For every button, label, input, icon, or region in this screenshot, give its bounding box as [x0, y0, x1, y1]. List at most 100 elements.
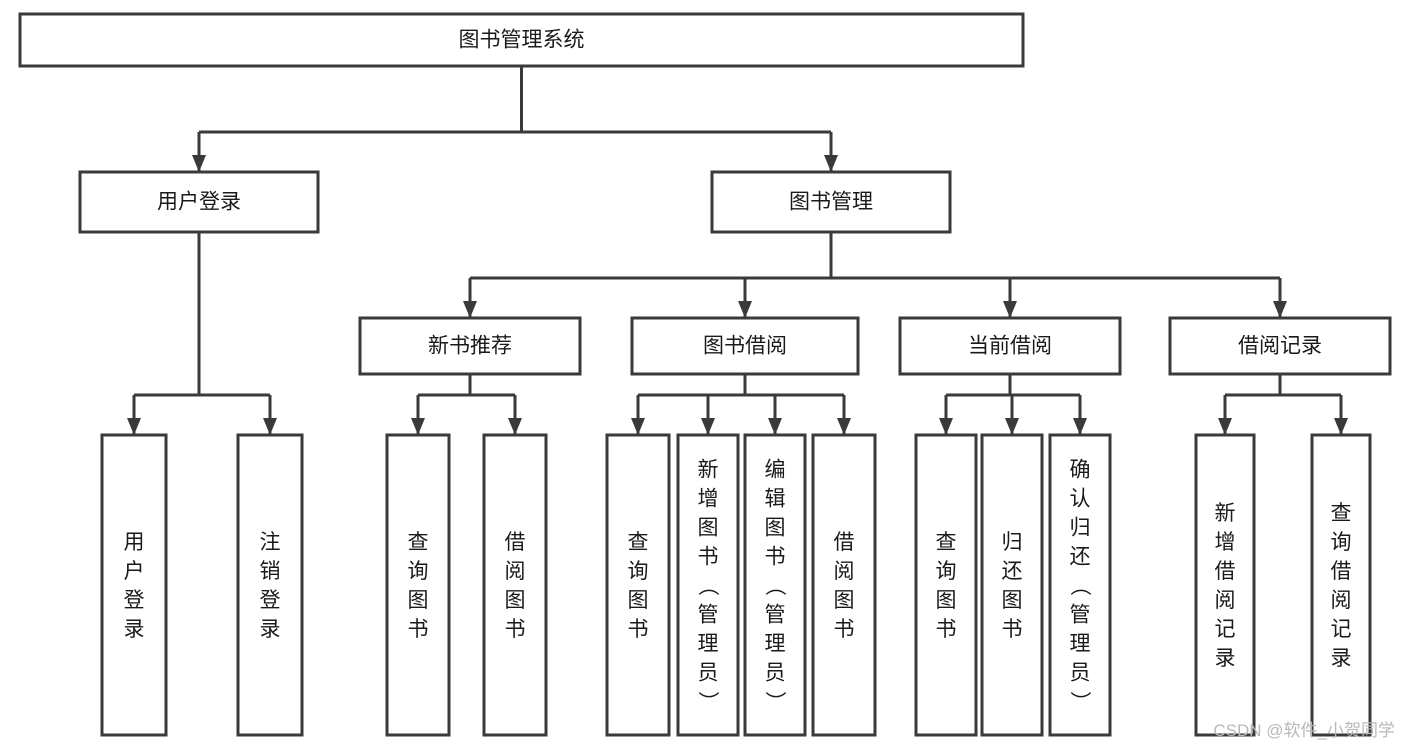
arrow-head-icon	[508, 418, 522, 435]
node-box[interactable]	[482, 433, 548, 737]
svg-text:录: 录	[1215, 647, 1236, 670]
node-newbook[interactable]: 新书推荐	[358, 316, 582, 376]
node-box[interactable]	[1048, 433, 1112, 737]
node-root[interactable]: 图书管理系统	[18, 12, 1025, 68]
svg-text:图: 图	[698, 517, 719, 540]
svg-text:图: 图	[1002, 589, 1023, 612]
svg-text:录: 录	[1331, 647, 1352, 670]
svg-text:记: 记	[1215, 618, 1236, 641]
svg-text:阅: 阅	[505, 560, 526, 583]
connectors-layer	[127, 66, 1348, 435]
arrow-head-icon	[1273, 301, 1287, 318]
node-box[interactable]	[898, 316, 1122, 376]
node-box[interactable]	[236, 433, 304, 737]
arrow-head-icon	[263, 418, 277, 435]
svg-text:（: （	[763, 575, 786, 596]
svg-text:查: 查	[628, 531, 649, 554]
svg-text:户: 户	[124, 560, 145, 583]
node-box[interactable]	[630, 316, 860, 376]
svg-text:书: 书	[936, 618, 957, 641]
node-label: 新书推荐	[428, 335, 512, 358]
svg-text:询: 询	[1331, 531, 1352, 554]
node-label: 图书借阅	[703, 335, 787, 358]
node-box[interactable]	[710, 170, 952, 234]
svg-text:书: 书	[834, 618, 855, 641]
svg-text:理: 理	[765, 633, 786, 656]
node-box[interactable]	[1194, 433, 1256, 737]
node-box[interactable]	[78, 170, 320, 234]
svg-text:书: 书	[628, 618, 649, 641]
svg-text:借: 借	[834, 531, 855, 554]
svg-text:图: 图	[834, 589, 855, 612]
svg-text:登: 登	[124, 589, 145, 612]
svg-text:书: 书	[765, 546, 786, 569]
node-box[interactable]	[676, 433, 740, 737]
node-login[interactable]: 用户登录	[78, 170, 320, 234]
node-box[interactable]	[743, 433, 807, 737]
svg-text:书: 书	[698, 546, 719, 569]
node-box[interactable]	[811, 433, 877, 737]
svg-text:（: （	[1068, 575, 1091, 596]
svg-text:借: 借	[1215, 560, 1236, 583]
node-box[interactable]	[605, 433, 671, 737]
arrow-head-icon	[127, 418, 141, 435]
node-label: 用户登录	[124, 531, 145, 641]
node-box[interactable]	[358, 316, 582, 376]
node-box[interactable]	[914, 433, 978, 737]
svg-text:图: 图	[765, 517, 786, 540]
node-label: 当前借阅	[968, 335, 1052, 358]
svg-text:辑: 辑	[765, 488, 786, 511]
svg-text:管: 管	[1070, 604, 1091, 627]
node-box[interactable]	[980, 433, 1044, 737]
arrow-head-icon	[738, 301, 752, 318]
node-records[interactable]: 借阅记录	[1168, 316, 1392, 376]
svg-text:查: 查	[1331, 502, 1352, 525]
node-label: 用户登录	[157, 191, 241, 214]
svg-text:还: 还	[1002, 560, 1023, 583]
svg-text:新: 新	[1215, 502, 1236, 525]
node-box[interactable]	[1310, 433, 1372, 737]
node-leaf-user-login[interactable]: 用户登录	[100, 433, 168, 737]
arrow-head-icon	[1334, 418, 1348, 435]
svg-text:管: 管	[698, 604, 719, 627]
node-current[interactable]: 当前借阅	[898, 316, 1122, 376]
svg-text:询: 询	[628, 560, 649, 583]
node-box[interactable]	[100, 433, 168, 737]
svg-text:（: （	[696, 575, 719, 596]
svg-text:编: 编	[765, 459, 786, 482]
svg-text:阅: 阅	[834, 560, 855, 583]
node-box[interactable]	[1168, 316, 1392, 376]
node-box[interactable]	[385, 433, 451, 737]
node-box[interactable]	[18, 12, 1025, 68]
svg-text:录: 录	[124, 618, 145, 641]
arrow-head-icon	[1003, 301, 1017, 318]
arrow-head-icon	[463, 301, 477, 318]
svg-text:记: 记	[1331, 618, 1352, 641]
svg-text:借: 借	[1331, 560, 1352, 583]
svg-text:询: 询	[408, 560, 429, 583]
svg-text:书: 书	[1002, 618, 1023, 641]
svg-text:增: 增	[698, 488, 719, 511]
svg-text:查: 查	[936, 531, 957, 554]
arrow-head-icon	[1218, 418, 1232, 435]
node-bookmgmt[interactable]: 图书管理	[710, 170, 952, 234]
node-borrow[interactable]: 图书借阅	[630, 316, 860, 376]
